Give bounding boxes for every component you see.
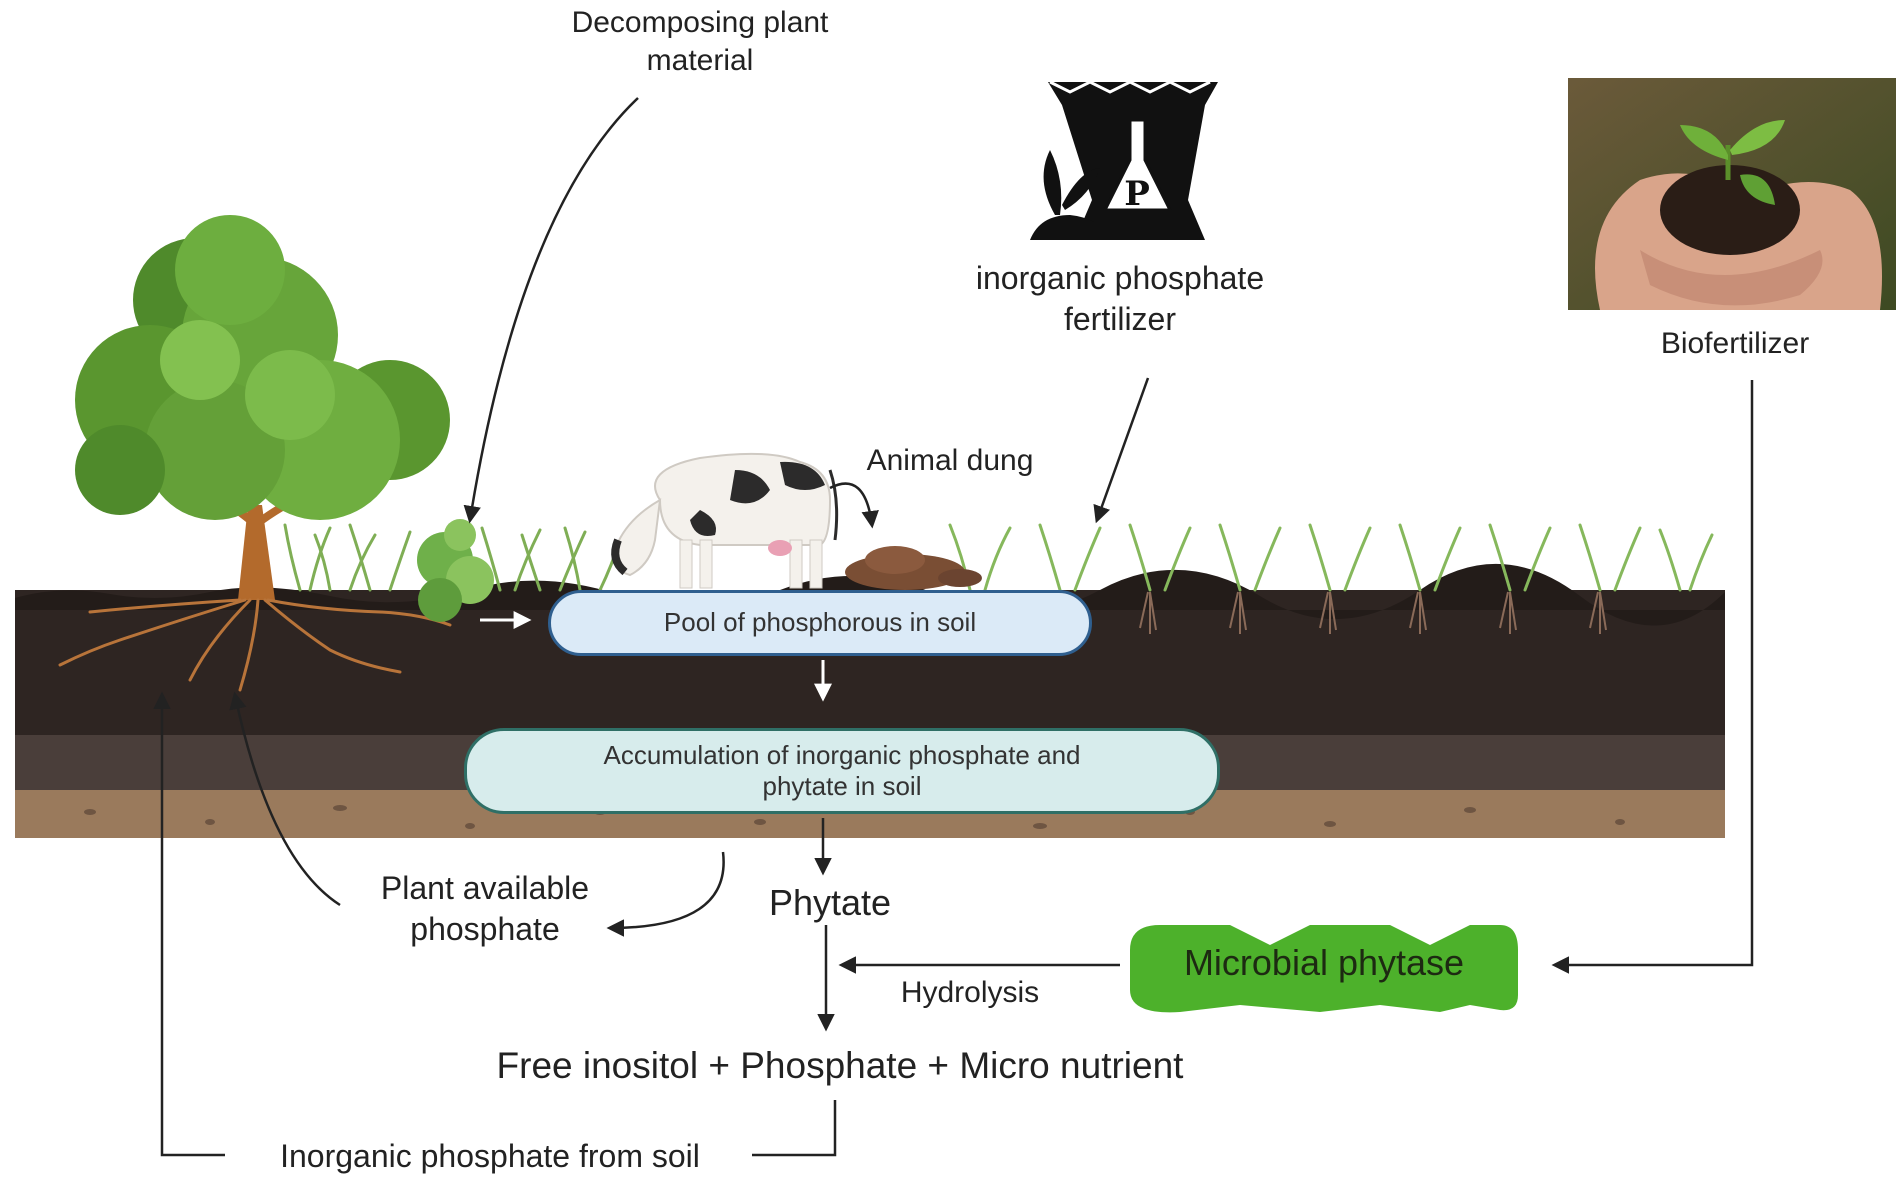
arrow-decomposing-to-plant	[463, 97, 639, 524]
tree-trunk	[238, 505, 275, 600]
white-arrows	[480, 611, 832, 702]
tree-canopy	[75, 215, 450, 520]
grass-left	[283, 523, 622, 592]
accumulation-label-line2: phytate in soil	[762, 771, 922, 801]
animal-dung-illustration	[845, 546, 982, 590]
decomposing-plant-label: Decomposing plant material	[571, 6, 829, 78]
inorganic-fertilizer-label: inorganic phosphate fertilizer	[975, 260, 1265, 337]
arrow-biofertilizer-to-phytase	[1551, 380, 1754, 974]
arrow-fertilizer-to-soil	[1093, 377, 1150, 524]
animal-dung-label: Animal dung	[866, 444, 1034, 477]
fertilizer-bag-letter: P	[1124, 174, 1150, 214]
accumulation-pill: Accumulation of inorganic phosphate and …	[464, 728, 1220, 814]
plant-available-phosphate-label: Plant available phosphate	[380, 870, 590, 947]
products-label: Free inositol + Phosphate + Micro nutrie…	[496, 1045, 1184, 1086]
arrow-inorganic-from-soil-right	[752, 1100, 837, 1157]
arrow-inorganic-from-soil-left	[153, 691, 225, 1157]
biofertilizer-label: Biofertilizer	[1660, 327, 1810, 360]
pool-of-phosphorus-pill: Pool of phosphorous in soil	[548, 590, 1092, 656]
phytate-label: Phytate	[768, 882, 892, 923]
decomposing-plant-illustration	[417, 519, 494, 622]
accumulation-label-line1: Accumulation of inorganic phosphate and	[603, 739, 1081, 770]
microbial-phytase-shape	[1130, 925, 1518, 1013]
inorganic-phosphate-from-soil-label: Inorganic phosphate from soil	[280, 1138, 700, 1174]
grass-right	[948, 523, 1714, 634]
pool-label: Pool of phosphorous in soil	[663, 607, 977, 638]
cow-illustration	[611, 452, 839, 589]
tree-illustration	[58, 215, 452, 692]
arrows	[153, 97, 1754, 1157]
fertilizer-bag-icon: P	[960, 25, 1280, 275]
microbial-phytase-label: Microbial phytase	[1183, 942, 1465, 983]
biofertilizer-photo	[1568, 78, 1896, 310]
arrow-plant-available-to-roots	[229, 691, 341, 907]
tree-roots	[58, 598, 452, 692]
arrow-animal-dung	[829, 482, 879, 529]
hydrolysis-label: Hydrolysis	[900, 976, 1040, 1009]
arrow-plant-available	[606, 851, 725, 937]
